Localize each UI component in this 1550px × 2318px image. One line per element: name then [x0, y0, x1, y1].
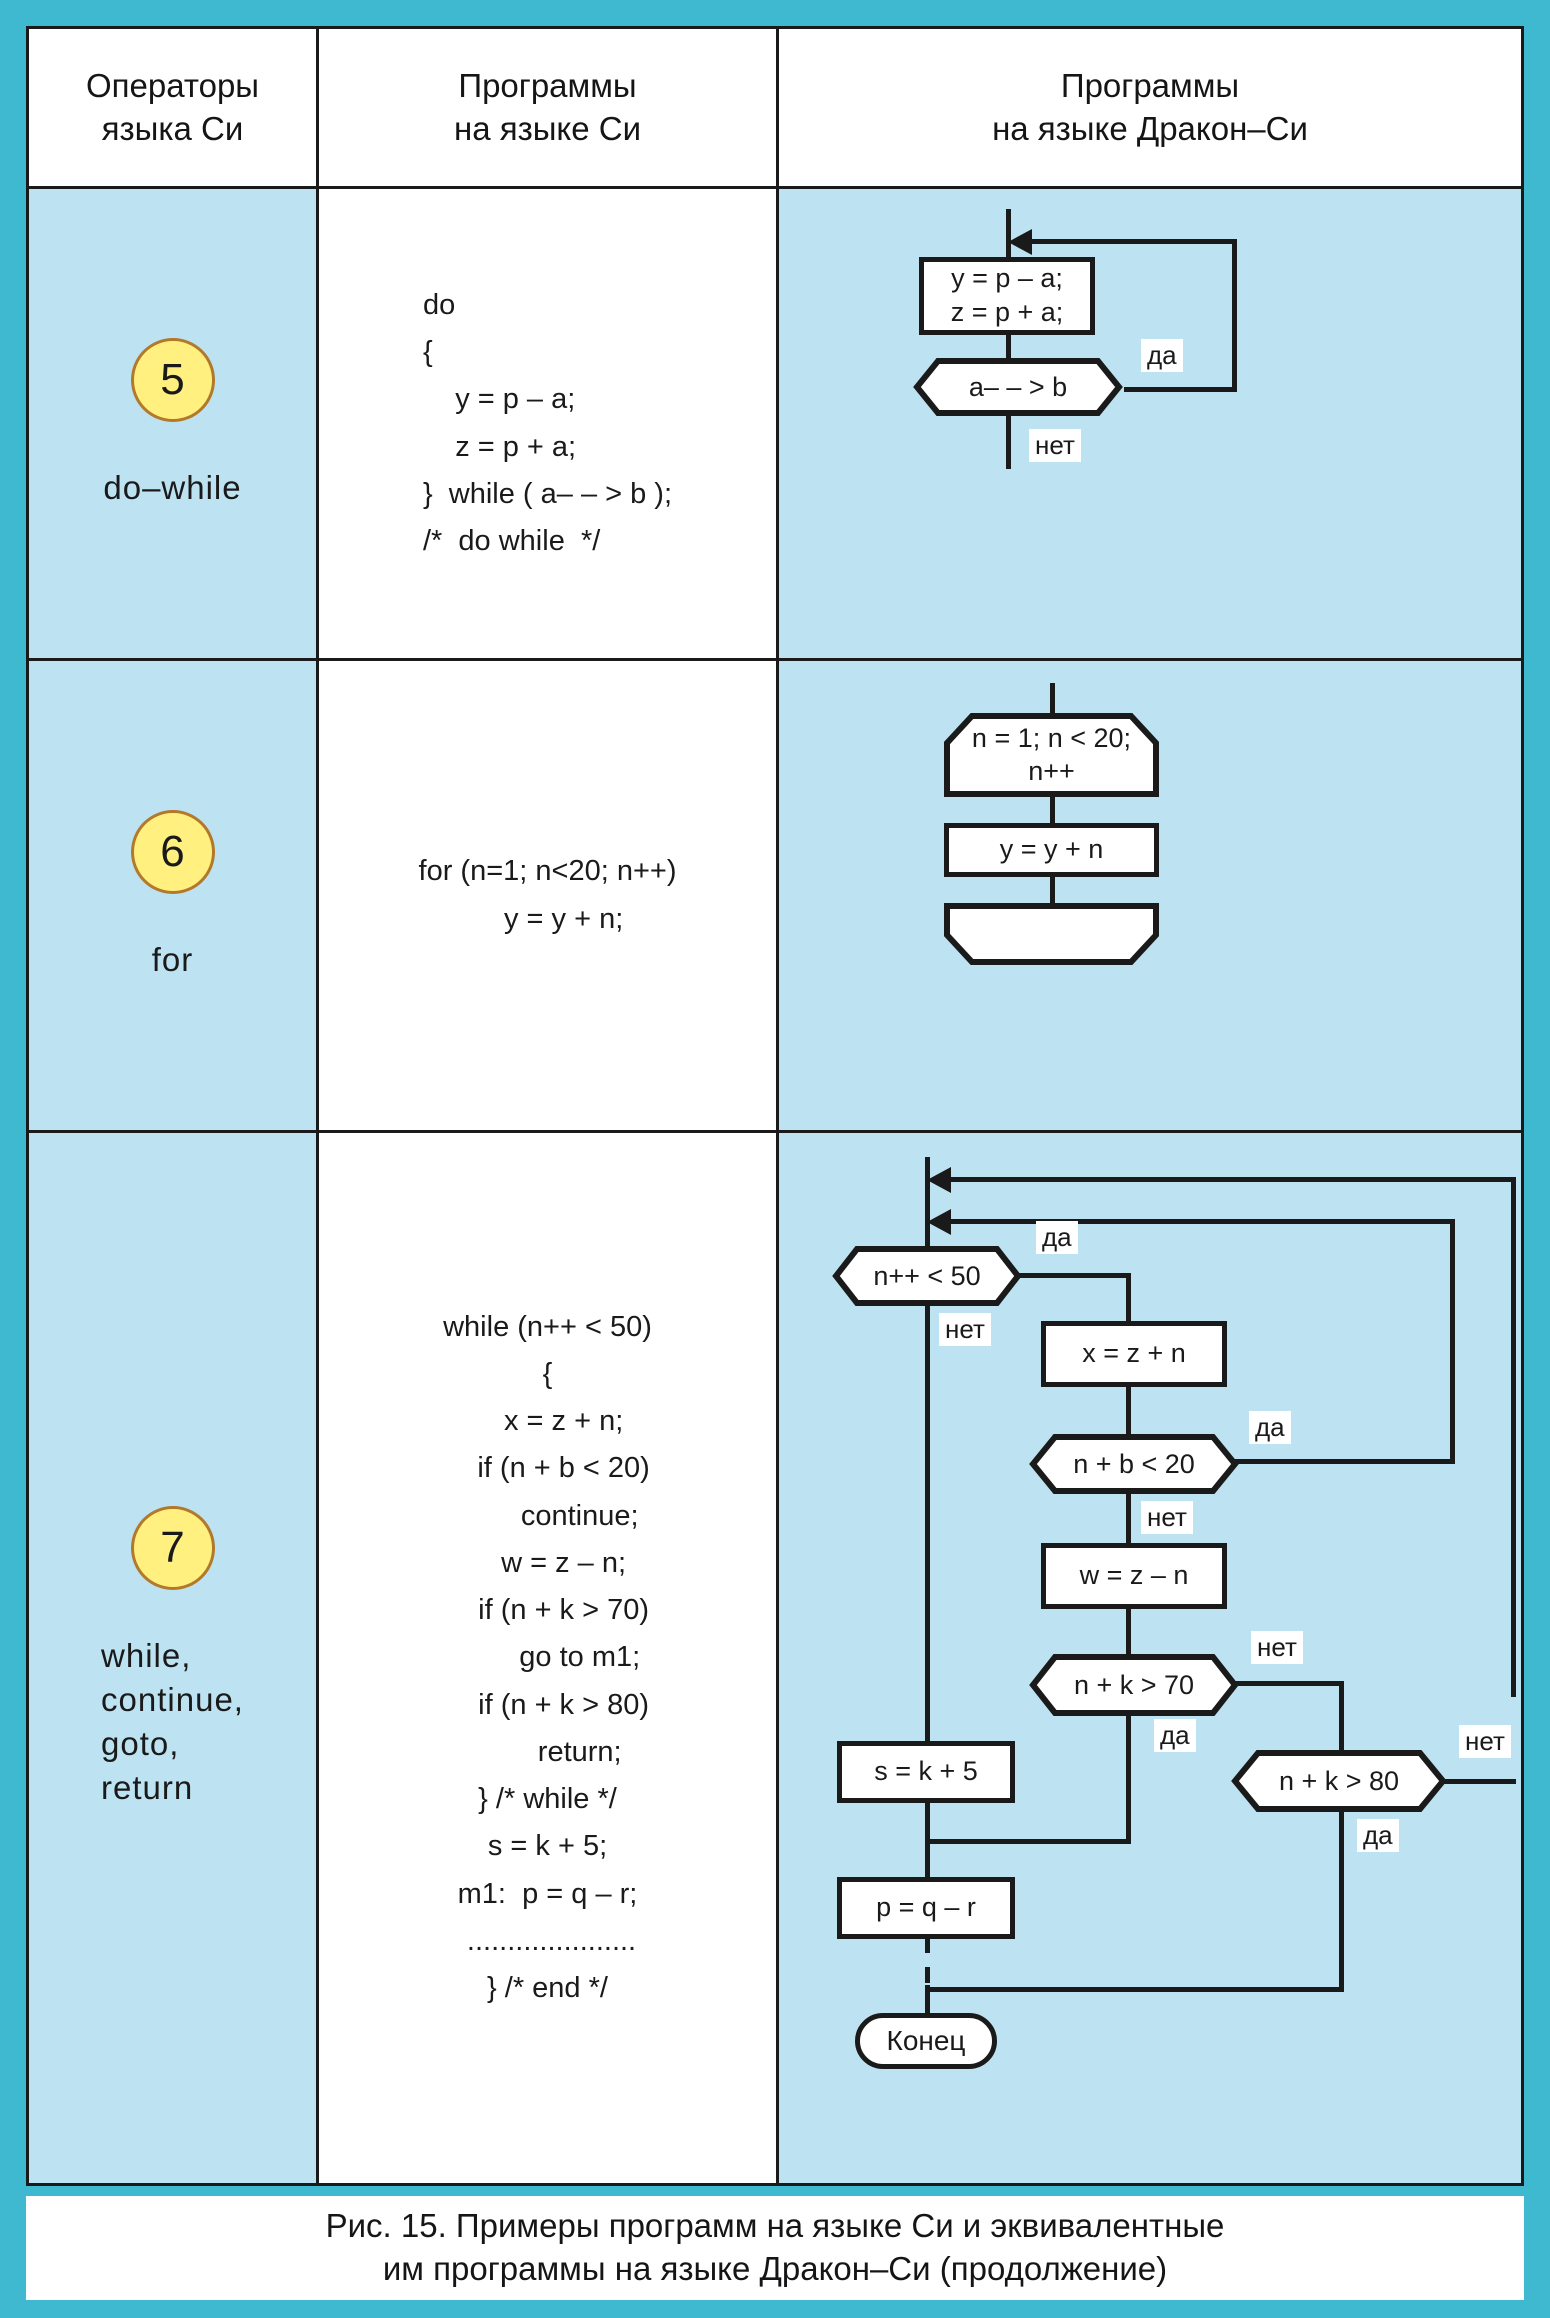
header-c-programs: Программы на языке Си [319, 29, 779, 189]
row-6-flowchart: n = 1; n < 20; n++ y = y + n [779, 661, 1521, 1130]
comparison-table: Операторы языка Си Программы на языке Си… [26, 26, 1524, 2186]
r7-box-p-text: p = q – r [876, 1892, 976, 1923]
row-7-diagram-cell: n++ < 50 да нет x = z + n n + b < 20 [779, 1133, 1521, 2183]
row-5-condition-hexagon: a– – > b [912, 356, 1124, 418]
row-6-operator-label: for [151, 940, 194, 978]
r7-label-b20-no: нет [1141, 1501, 1193, 1534]
r7-line-b20-w [1126, 1491, 1131, 1547]
row-6-loop-start-text: n = 1; n < 20; n++ [971, 723, 1132, 786]
r7-arrowhead-1 [927, 1167, 951, 1193]
r7-cond-k80: n + k > 80 [1231, 1749, 1447, 1813]
r7-cond-b20-text: n + b < 20 [1073, 1448, 1195, 1479]
row-6-code-cell: for (n=1; n<20; n++) y = y + n; [319, 661, 779, 1133]
r7-line-to-end [925, 1985, 930, 2017]
row-5-diagram-cell: y = p – a; z = p + a; a– – > b да нет [779, 189, 1521, 661]
r7-label-b20-yes: да [1249, 1411, 1291, 1444]
row-5-label-yes: да [1141, 339, 1183, 372]
r7-loopback2-b [1169, 1459, 1455, 1464]
row-7-operator-cell: 7 while, continue, goto, return [29, 1133, 319, 2183]
r7-loopback1-h [950, 1177, 1516, 1182]
row-5-operator-cell: 5 do–while [29, 189, 319, 661]
spine-bottom [1006, 414, 1011, 469]
r7-loopback2-v [1450, 1219, 1455, 1464]
r7-spine [925, 1157, 930, 1813]
r7-bottom-join-h [925, 1987, 1344, 1992]
row-5-operator-label: do–while [103, 468, 242, 506]
header-operators: Операторы языка Си [29, 29, 319, 189]
r7-k70-no-v [1339, 1681, 1344, 1753]
loopback-bottom-line [1124, 387, 1237, 392]
r7-dashed-line [925, 1937, 930, 1991]
r7-spine-after-s [925, 1799, 930, 1919]
row-5-number-badge: 5 [130, 337, 215, 422]
r7-n50-yes-v [1126, 1273, 1131, 1325]
r7-cond-n50-text: n++ < 50 [873, 1260, 981, 1291]
r7-cond-b20: n + b < 20 [1029, 1433, 1239, 1495]
r7-box-s: s = k + 5 [837, 1741, 1015, 1803]
r7-line-w-k70 [1126, 1607, 1131, 1663]
row-7-operator-label: while, continue, goto, return [101, 1637, 244, 1806]
header-drakon-programs: Программы на языке Дракон–Си [779, 29, 1521, 189]
r7-arrowhead-2 [927, 1209, 951, 1235]
row-5-code-cell: do { y = p – a; z = p + a; } while ( a– … [319, 189, 779, 661]
r7-cond-k70-text: n + k > 70 [1073, 1669, 1195, 1700]
r7-k80-yes-v [1339, 1811, 1344, 1991]
r7-label-k70-no: нет [1251, 1631, 1303, 1664]
r7-label-k80-yes: да [1357, 1819, 1399, 1852]
r7-box-x: x = z + n [1041, 1321, 1227, 1387]
spine-mid [1006, 241, 1011, 457]
row-7-code: while (n++ < 50) { x = z + n; if (n + b … [443, 1310, 652, 2005]
arrowhead-loopback [1008, 229, 1032, 255]
row-6-entry-line [1050, 683, 1055, 715]
row-5-code: do { y = p – a; z = p + a; } while ( a– … [422, 288, 673, 558]
r7-end-text: Конец [886, 2025, 966, 2056]
r7-k70-yes-h [925, 1839, 1131, 1844]
row-6-loop-start: n = 1; n < 20; n++ [944, 713, 1159, 797]
row-6-line-1 [1050, 795, 1055, 825]
r7-label-n50-no: нет [939, 1313, 991, 1346]
r7-n50-yes-h [1017, 1273, 1130, 1278]
r7-end-node: Конец [855, 2013, 997, 2069]
r7-loopback2-h [950, 1219, 1455, 1224]
row-5-condition-text: a– – > b [968, 371, 1068, 402]
r7-cond-n50: n++ < 50 [832, 1245, 1022, 1307]
row-6-number-badge: 6 [130, 809, 215, 894]
r7-box-s-text: s = k + 5 [874, 1756, 978, 1787]
row-6-code: for (n=1; n<20; n++) y = y + n; [418, 855, 677, 935]
row-5-action-box: y = p – a; z = p + a; [919, 257, 1095, 335]
r7-line-x-b20 [1126, 1385, 1131, 1443]
row-5-label-no: нет [1029, 429, 1081, 462]
row-6-diagram-cell: n = 1; n < 20; n++ y = y + n [779, 661, 1521, 1133]
row-6-operator-cell: 6 for [29, 661, 319, 1133]
row-6-action-text: y = y + n [999, 834, 1104, 865]
row-5-action-text: y = p – a; z = p + a; [950, 263, 1064, 327]
row-6-loop-end-text [944, 903, 1159, 965]
row-6-action-box: y = y + n [944, 823, 1159, 877]
r7-box-w-text: w = z – n [1079, 1560, 1189, 1591]
r7-label-n50-yes: да [1036, 1221, 1078, 1254]
r7-cond-k70: n + k > 70 [1029, 1653, 1239, 1717]
r7-box-p: p = q – r [837, 1877, 1015, 1939]
r7-label-k80-no: нет [1459, 1725, 1511, 1758]
row-6-line-2 [1050, 875, 1055, 905]
r7-cond-k80-text: n + k > 80 [1278, 1765, 1400, 1796]
row-7-code-cell: while (n++ < 50) { x = z + n; if (n + b … [319, 1133, 779, 2183]
r7-label-k70-yes: да [1154, 1719, 1196, 1752]
row-7-flowchart: n++ < 50 да нет x = z + n n + b < 20 [779, 1133, 1521, 2183]
row-6-loop-end [944, 903, 1159, 965]
row-7-number-badge: 7 [130, 1506, 215, 1591]
r7-k80-no-h [1442, 1779, 1516, 1784]
figure-caption: Рис. 15. Примеры программ на языке Си и … [26, 2196, 1524, 2300]
r7-loopback1-v [1511, 1177, 1516, 1697]
r7-box-x-text: x = z + n [1082, 1338, 1186, 1369]
row-5-flowchart: y = p – a; z = p + a; a– – > b да нет [779, 189, 1521, 658]
loopback-top-line [1031, 239, 1237, 244]
r7-box-w: w = z – n [1041, 1543, 1227, 1609]
r7-k70-yes-v [1126, 1713, 1131, 1843]
loopback-right-line [1232, 239, 1237, 391]
r7-k70-no-h [1234, 1681, 1344, 1686]
